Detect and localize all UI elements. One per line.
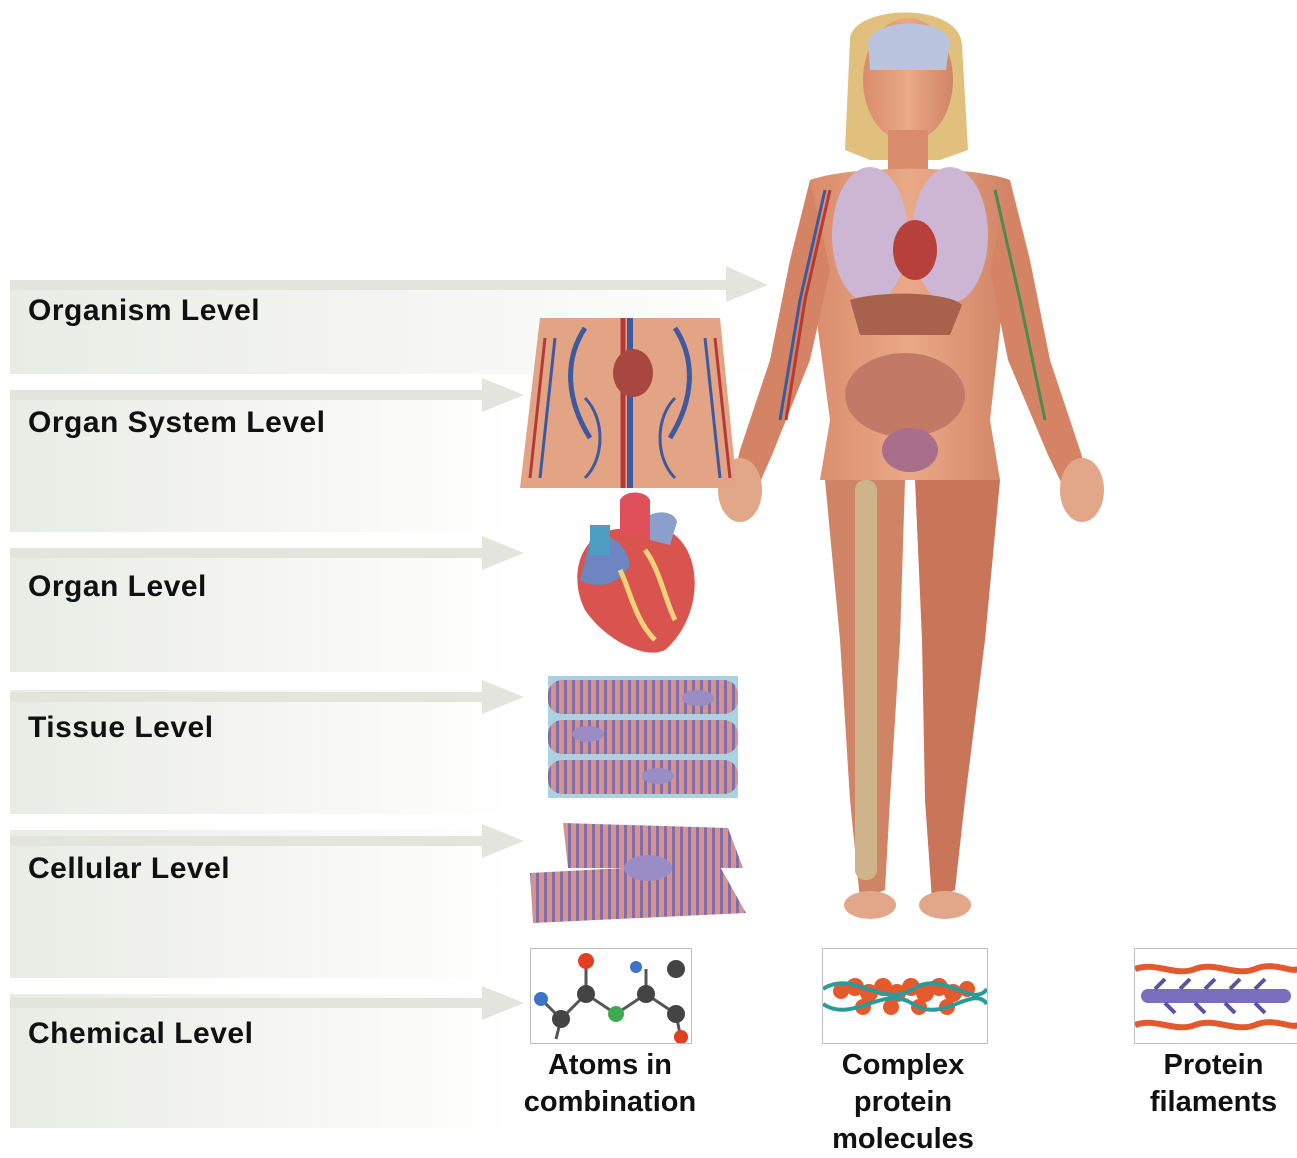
circulatory-system-illustration [515, 318, 745, 488]
chemical-arrow [10, 986, 524, 1020]
protein-filament-icon [1135, 949, 1297, 1043]
chemical-level-label: Chemical Level [28, 1017, 253, 1051]
protein-caption-line-2: protein [800, 1084, 1006, 1121]
protein-molecule-icon [823, 949, 987, 1043]
human-body-illustration [700, 0, 1120, 930]
atoms-caption-line-2: combination [505, 1084, 715, 1121]
atoms-in-combination-box [530, 948, 692, 1044]
filaments-caption: Protein filaments [1130, 1047, 1297, 1121]
atoms-caption-line-1: Atoms in [505, 1047, 715, 1084]
heart-illustration [565, 490, 705, 660]
organism-level-label: Organism Level [28, 294, 260, 328]
atoms-caption: Atoms in combination [505, 1047, 715, 1121]
filaments-caption-line-2: filaments [1130, 1084, 1297, 1121]
atoms-molecule-icon [531, 949, 691, 1043]
tissue-arrow [10, 680, 524, 714]
protein-caption: Complex protein molecules [800, 1047, 1006, 1158]
organ-level-label: Organ Level [28, 570, 207, 604]
filaments-caption-line-1: Protein [1130, 1047, 1297, 1084]
tissue-level-label: Tissue Level [28, 711, 214, 745]
protein-caption-line-1: Complex [800, 1047, 1006, 1084]
muscle-tissue-illustration [548, 676, 738, 798]
muscle-cell-illustration [528, 818, 746, 928]
organ-arrow [10, 536, 524, 570]
protein-filaments-box [1134, 948, 1297, 1044]
organ-system-level-label: Organ System Level [28, 406, 325, 440]
protein-caption-line-3: molecules [800, 1121, 1006, 1158]
cellular-level-label: Cellular Level [28, 852, 230, 886]
complex-protein-box [822, 948, 988, 1044]
